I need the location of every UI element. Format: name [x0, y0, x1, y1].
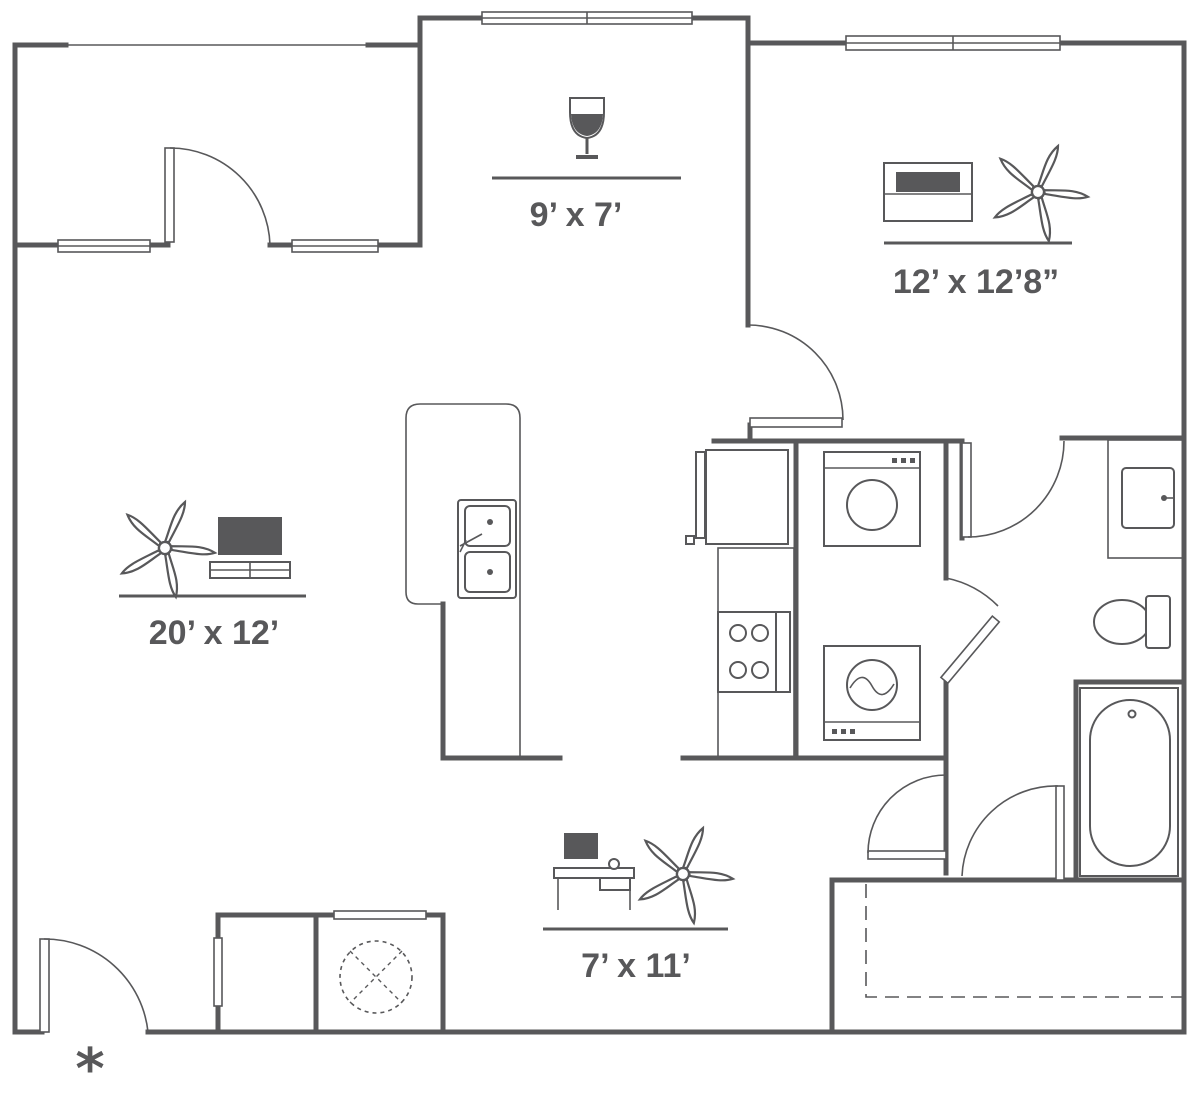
refrigerator-icon [685, 449, 789, 545]
laundry-door [939, 577, 1001, 685]
ceiling-fan-icon [991, 144, 1090, 243]
closet-shelf [865, 884, 1184, 998]
window [333, 910, 427, 920]
closet-door-left [867, 774, 947, 860]
closet-door-bottom [213, 937, 223, 1007]
doors [39, 147, 1065, 1033]
ceiling-fan-icon [118, 500, 217, 599]
bedroom: 12’ x 12’8” [883, 144, 1090, 301]
bedroom-door [747, 324, 844, 428]
stove-icon [717, 611, 791, 693]
kitchen-island [405, 403, 521, 758]
sink-icon [457, 499, 517, 599]
entry-door [39, 938, 149, 1033]
wine-glass-icon [569, 97, 605, 159]
bed-icon [883, 162, 973, 222]
window [845, 35, 1061, 51]
study-room: 7’ x 11’ [543, 826, 735, 985]
bathtub-icon [1079, 687, 1179, 877]
toilet-icon [1093, 595, 1171, 649]
bedroom-dimensions: 12’ x 12’8” [893, 263, 1059, 301]
water-heater-icon [339, 940, 413, 1014]
study-dimensions: 7’ x 11’ [581, 947, 691, 985]
vanity-sink-icon [1107, 439, 1185, 559]
bath-door [961, 440, 1065, 538]
entry-marker: * [75, 1037, 104, 1093]
living-room: 20’ x 12’ [118, 500, 306, 652]
ceiling-fan-icon [636, 826, 735, 925]
kitchen [405, 403, 795, 759]
tv-icon [209, 517, 291, 579]
window [57, 239, 151, 253]
closet-door-right [961, 785, 1065, 881]
windows [57, 11, 1061, 920]
dining-room: 9’ x 7’ [492, 97, 681, 234]
window [291, 239, 379, 253]
patio-door [164, 147, 271, 246]
washer-icon [823, 645, 921, 741]
living-dimensions: 20’ x 12’ [149, 614, 279, 652]
dryer-icon [823, 451, 921, 547]
window [481, 11, 693, 25]
dining-dimensions: 9’ x 7’ [530, 196, 623, 234]
desk-icon [553, 833, 635, 910]
